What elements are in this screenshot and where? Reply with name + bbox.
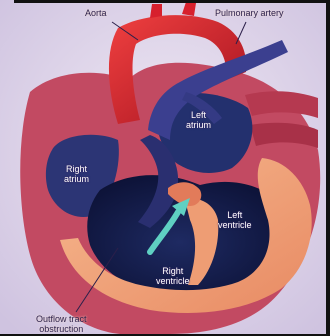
label-left-atrium-line2: atrium <box>186 120 211 130</box>
label-aorta: Aorta <box>85 8 107 18</box>
label-left-ventricle-line1: Left <box>218 210 252 220</box>
label-left-atrium-line1: Left <box>186 110 211 120</box>
label-right-ventricle-line1: Right <box>156 266 190 276</box>
label-left-ventricle: Left ventricle <box>218 210 252 230</box>
label-right-atrium-line1: Right <box>64 164 89 174</box>
label-left-atrium: Left atrium <box>186 110 211 130</box>
label-outflow-tract-obstruction: Outflow tract obstruction <box>36 314 87 334</box>
label-left-ventricle-line2: ventricle <box>218 220 252 230</box>
label-pulmonary-artery: Pulmonary artery <box>215 8 284 18</box>
top-border <box>14 0 326 3</box>
label-right-ventricle: Right ventricle <box>156 266 190 286</box>
label-right-atrium-line2: atrium <box>64 174 89 184</box>
label-right-ventricle-line2: ventricle <box>156 276 190 286</box>
label-outflow-line2: obstruction <box>36 324 87 334</box>
right-border <box>326 0 330 336</box>
label-right-atrium: Right atrium <box>64 164 89 184</box>
label-outflow-line1: Outflow tract <box>36 314 87 324</box>
